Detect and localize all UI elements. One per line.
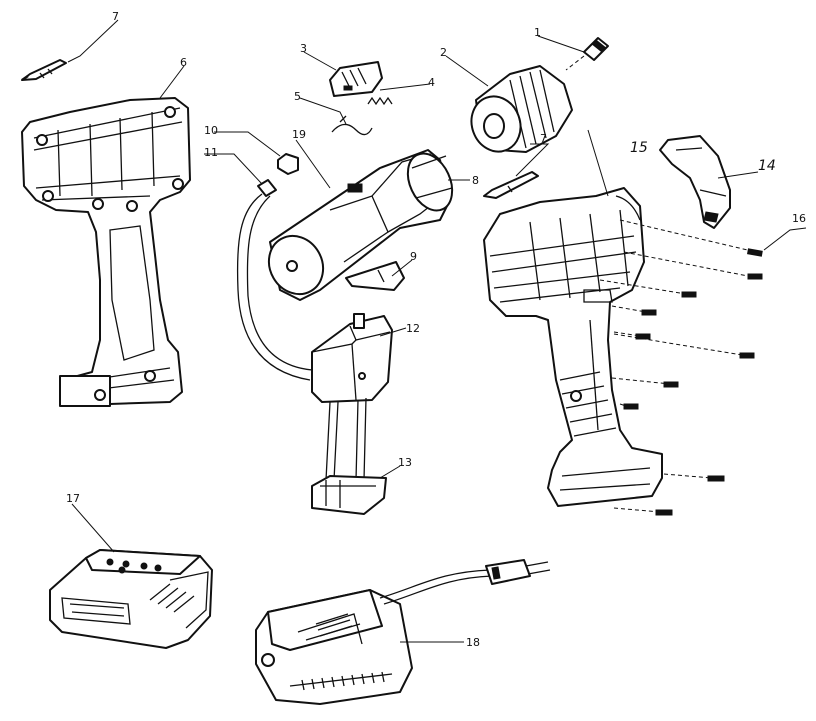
housing-right-half: [483, 187, 663, 507]
callout-11: 11: [204, 146, 218, 159]
battery-terminal-part: [311, 475, 387, 515]
keyless-chuck-part: [470, 65, 573, 153]
callout-19: 19: [292, 128, 306, 141]
callout-leaders: [67, 19, 807, 643]
callout-18: 18: [466, 636, 480, 649]
gearbox-bracket-part: [345, 261, 405, 291]
callout-17: 17: [66, 492, 80, 505]
callout-14: 14: [758, 158, 776, 174]
callout-7-left: 7: [112, 10, 119, 23]
callout-10: 10: [204, 124, 218, 137]
led-lamp-part: [236, 179, 313, 381]
callout-12: 12: [406, 322, 420, 335]
chuck-screw-part: [565, 37, 609, 71]
callout-9: 9: [410, 250, 417, 263]
callout-16: 16: [792, 212, 806, 225]
drill-bit-right: [483, 171, 539, 199]
callout-2: 2: [440, 46, 447, 59]
callout-15: 15: [630, 140, 648, 156]
callout-3: 3: [300, 42, 307, 55]
small-connector-part: [277, 153, 299, 175]
callout-labels: 1 2 3 4 5 6 7 7 8 9 10 11 12 13 14 15 16…: [66, 10, 806, 649]
callout-4: 4: [428, 76, 435, 89]
battery-pack-part: [49, 549, 213, 649]
battery-charger-part: [255, 569, 493, 705]
top-cover-part: [659, 135, 731, 229]
spring-part: [367, 96, 393, 106]
direction-switch-part: [329, 61, 383, 97]
callout-5: 5: [294, 90, 301, 103]
wire-clip-part: [331, 115, 373, 136]
housing-left-half: [21, 97, 191, 407]
power-plug-part: [485, 559, 551, 585]
callout-7-right: 7: [540, 132, 547, 145]
drill-bit-left: [21, 59, 67, 81]
motor-gearbox-part: [267, 149, 454, 301]
trigger-switch-part: [311, 313, 393, 481]
callout-6: 6: [180, 56, 187, 69]
callout-8: 8: [472, 174, 479, 187]
callout-1: 1: [534, 26, 541, 39]
callout-13: 13: [398, 456, 412, 469]
housing-screws: [599, 219, 763, 516]
